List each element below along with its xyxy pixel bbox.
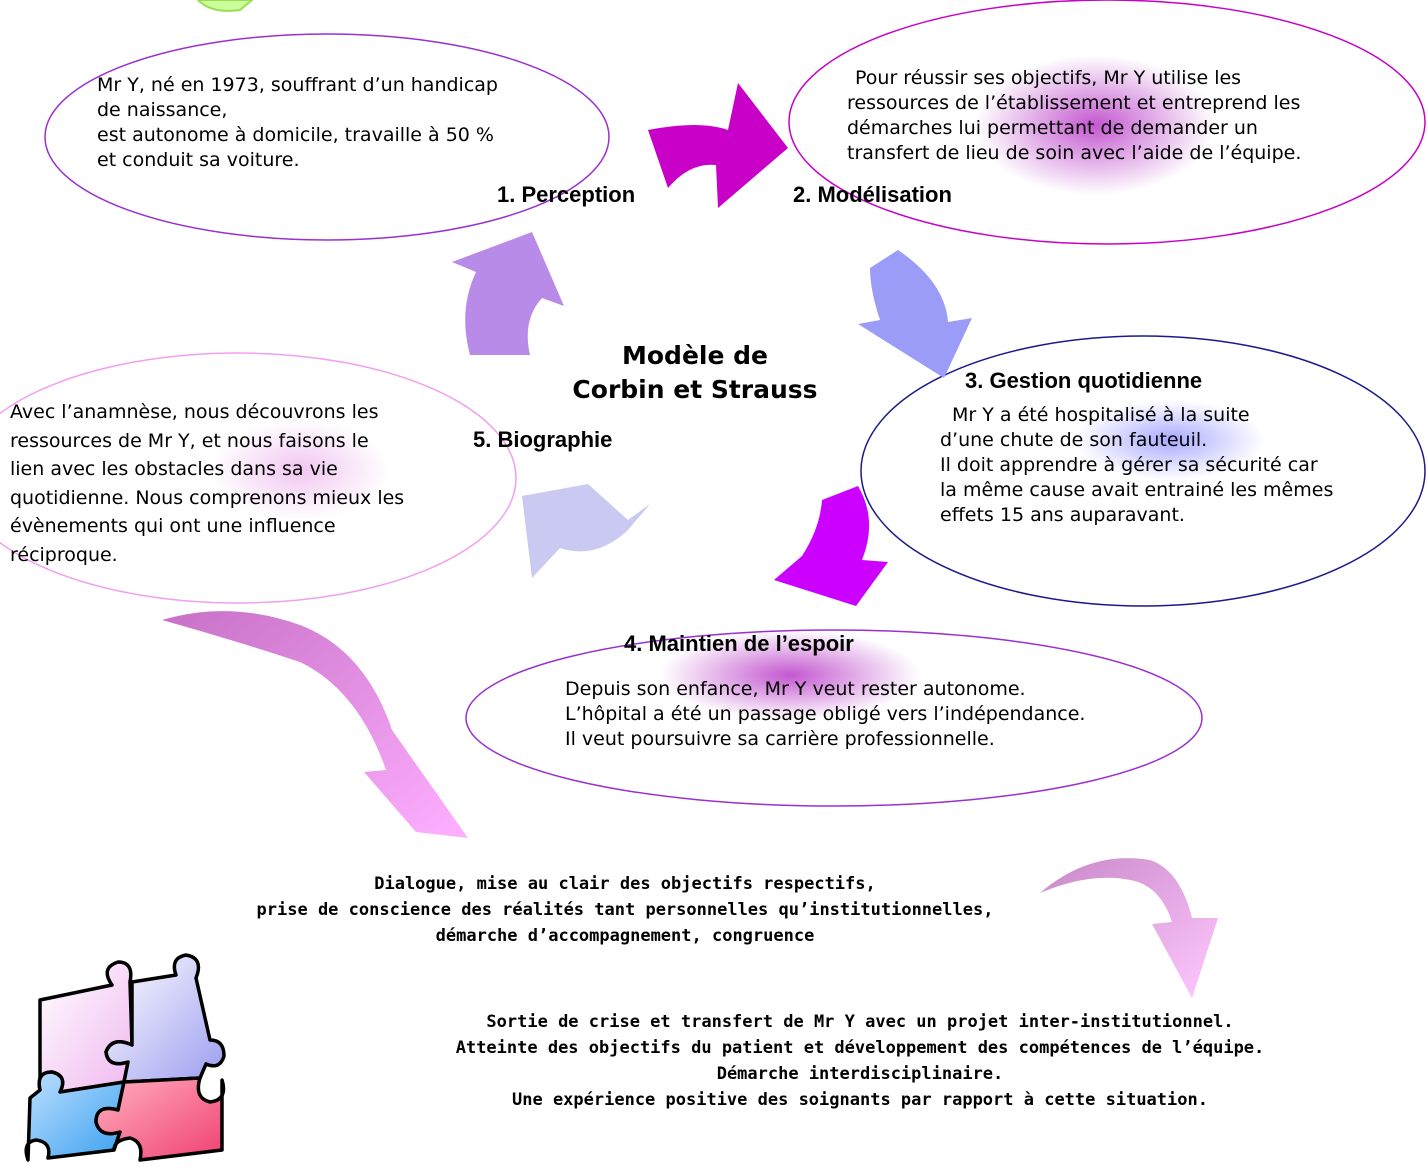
arrow-gestion-to-espoir [774, 486, 888, 606]
modelisation-text: Pour réussir ses objectifs, Mr Y utilise… [847, 66, 1301, 166]
conclusion-text: Sortie de crise et transfert de Mr Y ave… [370, 1009, 1350, 1113]
perception-text: Mr Y, né en 1973, souffrant d’un handica… [97, 73, 498, 173]
arrow-biographie-to-perception [452, 232, 564, 355]
modelisation-line-3: démarches lui permettant de demander un [847, 117, 1258, 139]
puzzle-icon [24, 953, 226, 1162]
gestion-glow [1075, 400, 1265, 480]
arrow-modelisation-to-gestion [858, 250, 972, 378]
espoir-line-3: Il veut poursuivre sa carrière professio… [565, 728, 995, 750]
dialogue-text: Dialogue, mise au clair des objectifs re… [130, 871, 1120, 949]
arrow-to-dialogue [162, 611, 468, 838]
biographie-line-5: évènements qui ont une influence [10, 515, 336, 537]
espoir-line-1: Depuis son enfance, Mr Y veut rester aut… [565, 678, 1026, 700]
conclusion-line-2: Atteinte des objectifs du patient et dév… [455, 1038, 1265, 1058]
dialogue-line-1: Dialogue, mise au clair des objectifs re… [374, 874, 876, 894]
arrow-to-conclusion [1040, 858, 1218, 998]
arrow-espoir-to-biographie [522, 484, 650, 578]
label-biographie: 5. Biographie [473, 427, 613, 452]
label-gestion: 3. Gestion quotidienne [965, 368, 1203, 393]
modelisation-line-2: ressources de l’établissement et entrepr… [847, 92, 1301, 114]
label-espoir: 4. Maintien de l’espoir [624, 631, 854, 656]
biographie-line-2: ressources de Mr Y, et nous faisons le [10, 429, 369, 452]
biographie-text: Avec l’anamnèse, nous découvrons les res… [10, 398, 404, 569]
gestion-line-4: la même cause avait entrainé les mêmes [940, 479, 1334, 501]
biographie-glow [210, 420, 390, 520]
gestion-line-2: d’une chute de son fauteuil. [940, 429, 1208, 451]
gestion-text: Mr Y a été hospitalisé à la suite d’une … [940, 403, 1333, 528]
gestion-line-3: Il doit apprendre à gérer sa sécurité ca… [940, 454, 1318, 476]
arrow-perception-to-modelisation [648, 83, 788, 208]
dialogue-line-3: démarche d’accompagnement, congruence [435, 926, 815, 946]
ellipse-perception [44, 33, 610, 241]
espoir-glow [660, 630, 920, 720]
espoir-text: Depuis son enfance, Mr Y veut rester aut… [565, 677, 1085, 752]
perception-line-1: Mr Y, né en 1973, souffrant d’un handica… [97, 74, 498, 96]
modelisation-glow [975, 55, 1215, 195]
espoir-line-2: L’hôpital a été un passage obligé vers l… [565, 703, 1086, 725]
conclusion-line-1: Sortie de crise et transfert de Mr Y ave… [486, 1012, 1234, 1032]
perception-line-2: de naissance, [97, 99, 228, 121]
perception-line-3: est autonome à domicile, travaille à 50 … [97, 124, 494, 146]
biographie-line-4: quotidienne. Nous comprenons mieux les [10, 486, 405, 509]
perception-line-4: et conduit sa voiture. [97, 149, 300, 171]
label-modelisation: 2. Modélisation [793, 182, 952, 207]
center-title-line2: Corbin et Strauss [572, 375, 818, 404]
dialogue-line-2: prise de conscience des réalités tant pe… [256, 900, 994, 920]
modelisation-line-4: transfert de lieu de soin avec l’aide de… [847, 142, 1302, 164]
biographie-line-1: Avec l’anamnèse, nous découvrons les [10, 401, 379, 423]
gestion-line-5: effets 15 ans auparavant. [940, 504, 1185, 526]
center-title: Modèle de Corbin et Strauss [540, 339, 850, 407]
conclusion-line-3: Démarche interdisciplinaire. [716, 1064, 1004, 1084]
modelisation-line-1: Pour réussir ses objectifs, Mr Y utilise… [855, 67, 1242, 89]
ellipse-espoir [465, 629, 1203, 807]
conclusion-line-4: Une expérience positive des soignants pa… [512, 1090, 1208, 1110]
biographie-line-3: lien avec les obstacles dans sa vie [10, 458, 338, 480]
center-title-line1: Modèle de [622, 341, 768, 370]
biographie-line-6: réciproque. [10, 543, 118, 566]
green-blob [196, 0, 254, 12]
gestion-line-1: Mr Y a été hospitalisé à la suite [952, 404, 1250, 426]
label-perception: 1. Perception [497, 182, 636, 207]
